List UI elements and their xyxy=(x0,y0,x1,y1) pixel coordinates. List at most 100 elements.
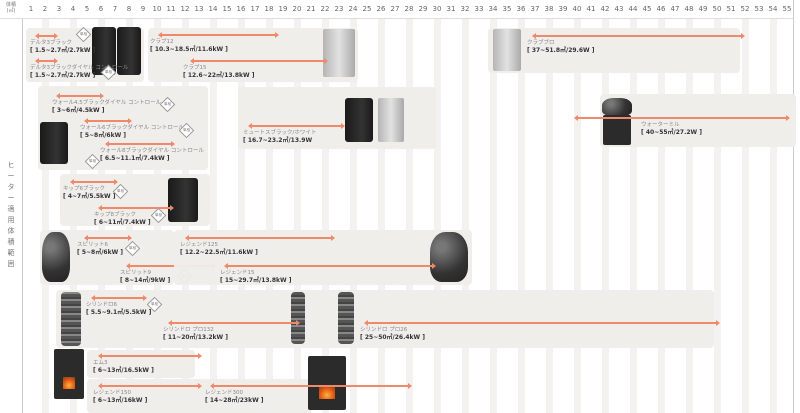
product-label: クラブ15[ 12.6~22㎥/13.8kW ] xyxy=(183,64,254,80)
product-range: [ 25~50㎥/26.4kW ] xyxy=(360,334,425,341)
product-image xyxy=(378,98,404,142)
product-range: [ 6.5~11.1㎥/7.4kW ] xyxy=(100,155,170,162)
range-bar xyxy=(364,320,720,326)
column-stripe xyxy=(713,18,721,413)
x-tick-label: 20 xyxy=(292,5,302,13)
column-stripe xyxy=(741,18,749,413)
product-range: [ 16.7~23.2㎥/13.9W xyxy=(243,137,313,144)
product-label: シリンドロ プロ132[ 11~20㎥/13.2kW ] xyxy=(163,326,228,342)
x-tick-label: 32 xyxy=(460,5,470,13)
range-bar xyxy=(35,58,58,64)
product-range: [ 10.3~18.5㎥/11.6kW ] xyxy=(150,46,228,53)
badge-text: 単相 xyxy=(155,213,162,217)
x-tick-label: 50 xyxy=(712,5,722,13)
product-image xyxy=(602,98,632,116)
column-stripe xyxy=(657,18,665,413)
product-image xyxy=(493,29,521,71)
product-name: スピリット9 xyxy=(120,270,151,276)
x-tick-label: 48 xyxy=(684,5,694,13)
range-bar xyxy=(84,118,132,124)
badge-text: 単相 xyxy=(183,128,190,132)
x-tick-label: 16 xyxy=(236,5,246,13)
group-panel-wood xyxy=(87,350,195,378)
product-label: スピリット9[ 8~14㎥/9kW ] xyxy=(120,269,170,285)
product-name: レジェンド300 xyxy=(205,390,243,396)
group-panel-cilindro xyxy=(56,290,714,348)
x-tick-label: 26 xyxy=(376,5,386,13)
product-name: ウォーターミル xyxy=(641,122,680,128)
x-tick-label: 12 xyxy=(180,5,190,13)
product-image xyxy=(61,292,81,346)
product-label: シリンドロ プロ26[ 25~50㎥/26.4kW ] xyxy=(360,326,425,342)
x-tick-label: 21 xyxy=(306,5,316,13)
x-tick-label: 36 xyxy=(516,5,526,13)
badge-text: 単相 xyxy=(80,32,87,36)
product-image xyxy=(603,115,631,145)
product-name: ウォール8ブラックダイヤル コントロール xyxy=(100,148,204,154)
product-label: ウォール4.5ブラックダイヤル コントロール[ 3~6㎥/4.5kW ] xyxy=(52,99,161,115)
x-tick-label: 31 xyxy=(446,5,456,13)
column-stripe xyxy=(321,18,329,413)
badge-text: 単相 xyxy=(151,302,158,306)
product-image xyxy=(117,27,141,75)
product-range: [ 11~20㎥/13.2kW ] xyxy=(163,334,228,341)
x-tick-label: 1 xyxy=(28,5,34,13)
x-tick-label: 6 xyxy=(98,5,104,13)
group-panel-legend-electric xyxy=(174,230,472,285)
x-tick-label: 30 xyxy=(432,5,442,13)
product-range: [ 4~7㎥/5.5kW ] xyxy=(63,193,116,200)
product-label: スピリット6[ 5~8㎥/6kW ] xyxy=(77,241,123,257)
product-name: クラブ12 xyxy=(150,39,174,45)
x-tick-label: 40 xyxy=(572,5,582,13)
x-tick-label: 49 xyxy=(698,5,708,13)
range-bar xyxy=(184,235,336,241)
x-tick-label: 37 xyxy=(530,5,540,13)
product-label: レジェンド150[ 6~13㎥/16kW ] xyxy=(93,389,147,405)
x-tick-label: 11 xyxy=(166,5,176,13)
x-tick-label: 25 xyxy=(362,5,372,13)
column-stripe xyxy=(433,18,441,413)
x-tick-label: 3 xyxy=(56,5,62,13)
product-range: [ 3~6㎥/4.5kW ] xyxy=(52,107,105,114)
range-bar xyxy=(531,33,746,39)
product-image xyxy=(308,356,346,410)
column-stripe xyxy=(237,18,245,413)
x-tick-label: 18 xyxy=(264,5,274,13)
product-name: クラブプロ xyxy=(527,40,555,46)
x-tick-label: 53 xyxy=(754,5,764,13)
product-label: エム3[ 6~13㎥/16.5kW ] xyxy=(93,359,154,375)
product-name: キップ6ブラック xyxy=(63,186,105,192)
column-stripe xyxy=(461,18,469,413)
fire-window xyxy=(63,376,75,389)
product-label: キップ6ブラック[ 4~7㎥/5.5kW ] xyxy=(63,185,115,201)
range-bar xyxy=(98,205,174,211)
x-tick-label: 43 xyxy=(614,5,624,13)
product-range: [ 37~51.8㎥/29.6W ] xyxy=(527,47,595,54)
x-tick-label: 52 xyxy=(740,5,750,13)
column-stripe xyxy=(377,18,385,413)
x-tick-label: 17 xyxy=(250,5,260,13)
product-range: [ 15~29.7㎥/13.8kW ] xyxy=(220,277,292,284)
column-stripe xyxy=(41,18,49,413)
product-name: デルタ3ブラックダイヤル コントロール xyxy=(30,65,129,71)
product-name: デルタ3ブラック xyxy=(30,40,72,46)
x-tick-label: 8 xyxy=(126,5,132,13)
product-name: ウォール6ブラックダイヤル コントロール xyxy=(80,125,184,131)
product-name: レジェンド125 xyxy=(180,242,218,248)
column-stripe xyxy=(573,18,581,413)
x-tick-label: 10 xyxy=(152,5,162,13)
range-bar xyxy=(158,32,279,38)
column-stripe xyxy=(517,18,525,413)
badge-text: 単相 xyxy=(129,246,136,250)
product-name: レジェンド150 xyxy=(93,390,131,396)
product-range: [ 14~28㎥/23kW ] xyxy=(205,397,264,404)
product-range: [ 6~13㎥/16kW ] xyxy=(93,397,148,404)
column-stripe xyxy=(349,18,357,413)
x-tick-label: 5 xyxy=(84,5,90,13)
product-name: シリンドロ プロ26 xyxy=(360,327,408,333)
range-bar xyxy=(210,383,412,389)
badge-text: 単相 xyxy=(117,189,124,193)
x-tick-label: 42 xyxy=(600,5,610,13)
column-stripe xyxy=(601,18,609,413)
